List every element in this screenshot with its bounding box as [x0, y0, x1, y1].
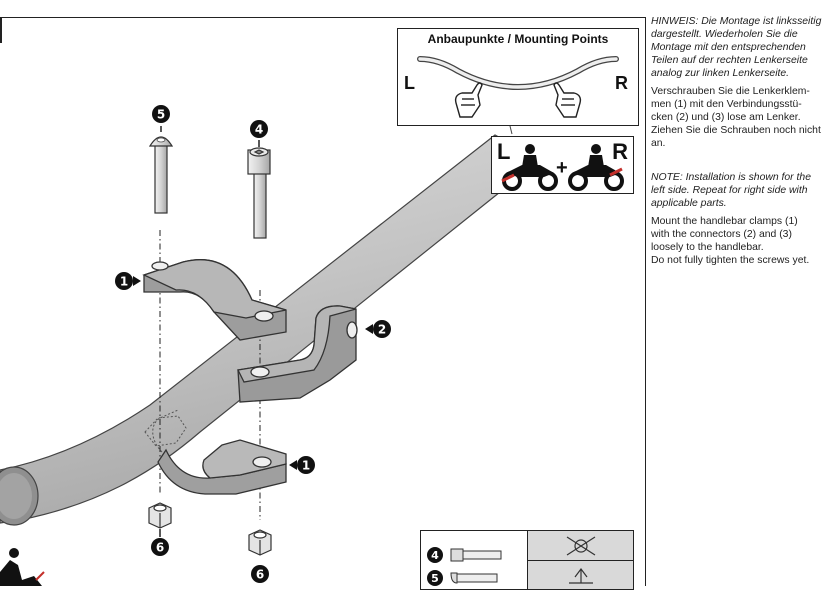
- callout-2-label: 2: [378, 323, 386, 337]
- bike-plus-sign: +: [556, 157, 568, 179]
- callout-6-left-label: 6: [156, 541, 164, 555]
- connector-part: [237, 305, 358, 403]
- mounting-left-label: L: [404, 73, 415, 93]
- mounting-right-label: R: [615, 73, 628, 93]
- motorcycle-right-icon: [568, 144, 624, 191]
- left-right-bikes-box: L R +: [491, 136, 634, 194]
- callout-1-lower: 1: [289, 456, 315, 474]
- callout-1-upper: 1: [115, 272, 141, 290]
- callout-4-label: 4: [255, 123, 263, 137]
- handlebar-outline-icon: [417, 56, 619, 118]
- torque-row-divider: [527, 560, 633, 562]
- hex-nut-right: [248, 529, 272, 556]
- loose-fit-icon: [566, 536, 596, 556]
- mounting-points-title: Anbaupunkte / Mounting Points: [427, 32, 609, 46]
- assembly-diagram: 5 4 1 2 1 6 6: [0, 105, 542, 586]
- callout-5-label: 5: [157, 108, 165, 122]
- torque-5-label: 5: [431, 572, 439, 585]
- mounting-points-box: Anbaupunkte / Mounting Points L R: [397, 28, 639, 126]
- lower-clamp: [157, 439, 287, 495]
- callout-6-right-label: 6: [256, 568, 264, 582]
- motorcycle-left-icon: [501, 144, 558, 191]
- note-text: NOTE: Installation is shown for the left…: [651, 172, 811, 209]
- callout-1-lower-label: 1: [302, 459, 310, 473]
- page-border-left-tick: [0, 17, 2, 43]
- callout-2: 2: [365, 320, 391, 338]
- hex-nut-left: [148, 502, 172, 529]
- socket-head-bolt: [247, 147, 271, 239]
- pointing-hand-right-icon: [553, 82, 582, 118]
- torque-wrench-icon: [569, 568, 593, 584]
- upper-clamp: [142, 259, 287, 341]
- callout-5: 5: [152, 105, 170, 132]
- torque-graphics: 4 5: [427, 536, 596, 586]
- bike-right-label: R: [612, 139, 628, 164]
- torque-row-5: 5: [427, 570, 498, 586]
- instructions-column: HINWEIS: Die Montage ist linksseitig dar…: [651, 15, 830, 272]
- callout-4: 4: [250, 120, 268, 147]
- bike-left-label: L: [497, 139, 511, 164]
- rider-pictogram-fragment: [0, 548, 45, 586]
- torque-4-label: 4: [431, 549, 439, 562]
- page-border-right: [645, 17, 646, 586]
- pointing-hand-left-icon: [454, 82, 483, 118]
- page-border-top: [0, 17, 646, 18]
- torque-table: 4 5: [420, 530, 634, 590]
- callout-1-upper-label: 1: [120, 275, 128, 289]
- callout-6-right: 6: [251, 565, 269, 583]
- torque-row-4: 4: [427, 547, 502, 563]
- hinweis-text: HINWEIS: Die Montage ist linksseitig dar…: [651, 16, 822, 79]
- german-step-text: Verschrauben Sie die Lenkerklem- men (1)…: [651, 86, 821, 149]
- english-step-text: Mount the handlebar clamps (1) with the …: [651, 216, 810, 266]
- mounting-box-leader: [509, 126, 513, 135]
- motorcycle-icons: [501, 144, 624, 191]
- button-head-bolt: [148, 136, 174, 214]
- callout-6-left: 6: [151, 529, 169, 556]
